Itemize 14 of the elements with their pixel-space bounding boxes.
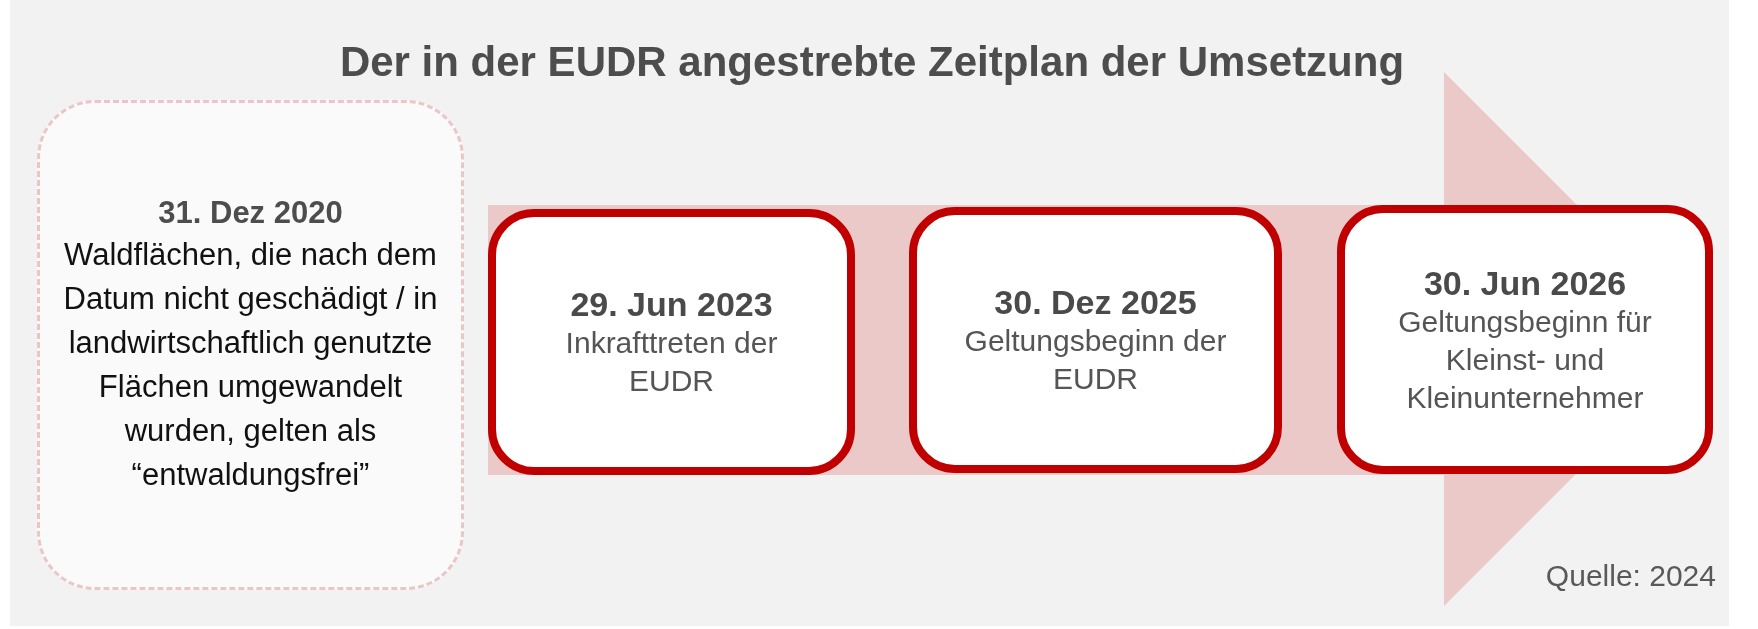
date-heading: 30. Jun 2026	[1423, 262, 1627, 303]
description-text: Geltungsbeginn für Kleinst- und Kleinunternehmer	[1397, 303, 1653, 416]
source-note: Quelle: 2024	[1545, 561, 1716, 591]
dashed-card	[37, 100, 464, 590]
milestone-card	[909, 207, 1282, 473]
date-heading: 31. Dez 2020	[158, 194, 343, 232]
date-heading: 30. Dez 2025	[994, 282, 1197, 322]
date-heading: 29. Jun 2023	[570, 284, 773, 324]
diagram-title: Der in der EUDR angestrebte Zeitplan der Umsetzung	[338, 41, 1406, 83]
milestone-card	[488, 209, 855, 475]
description-text: Inkrafttreten der EUDR	[564, 325, 779, 399]
description-text: Waldflächen, die nach dem Datum nicht geschädigt / in landwirtschaftlich genutzte Flächen umgewandelt wurden, gelten als “entwaldungsfrei”	[62, 236, 439, 494]
description-text: Geltungsbeginn der EUDR	[963, 323, 1228, 397]
milestone-card	[1337, 205, 1713, 474]
